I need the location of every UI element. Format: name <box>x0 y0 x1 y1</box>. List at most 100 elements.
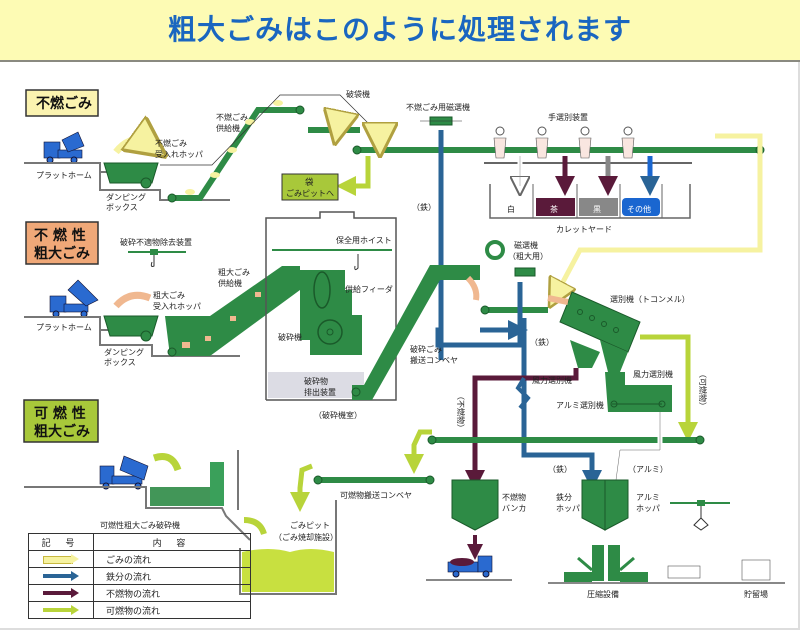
legend-label: 不燃物の流れ <box>93 584 251 602</box>
garbage-pit <box>239 500 337 595</box>
label-iron: （鉄） <box>412 202 436 212</box>
legend-label: 鉄分の流れ <box>93 567 251 585</box>
label-crusher-room: （破砕機室） <box>314 410 362 420</box>
legend-row: ごみの流れ <box>28 550 251 568</box>
label-discharge: 破砕物 <box>304 376 328 386</box>
iron-flow-line-2 <box>521 450 602 490</box>
bin-other-label: その他 <box>627 204 651 214</box>
label-cullet-yard: カレットヤード <box>556 225 612 234</box>
storage-crane <box>670 500 730 531</box>
label-bag-to-pit: ごみピットへ <box>286 188 334 198</box>
combustible-crusher-floor <box>24 486 251 541</box>
bulky-magnet-separator <box>485 240 536 277</box>
waste-flow-arrow <box>113 140 150 152</box>
crusher-machine <box>296 270 362 355</box>
combustible-crusher <box>150 487 210 506</box>
dump-truck-icon <box>49 279 99 318</box>
label-compressor: 圧縮設備 <box>587 589 619 599</box>
label-platform: プラットホーム <box>36 171 92 180</box>
label-dumping-box-2: ボックス <box>106 203 138 212</box>
bin-black-label: 黒 <box>593 205 601 214</box>
label-magnet-2: 磁選機 <box>514 240 538 250</box>
dumping-box <box>103 162 159 189</box>
category-label: 可 燃 性 <box>34 405 86 422</box>
legend-row: 鉄分の流れ <box>28 567 251 585</box>
label-alumi-hopper-2: ホッパ <box>636 504 660 513</box>
wind-alumi-separator <box>605 372 672 412</box>
legend-label: 可燃物の流れ <box>93 601 251 619</box>
legend-table: 記 号 内 容 ごみの流れ 鉄分の流れ 不燃物の流れ 可燃物の流れ <box>28 533 251 619</box>
label-magnet-1: 不燃ごみ用磁選機 <box>406 102 470 112</box>
label-garbage-pit: ごみピット <box>290 520 330 530</box>
iron-alumi-hoppers <box>581 479 629 531</box>
crushed-waste-conveyor <box>352 265 480 400</box>
waste-flow-arrow-icon <box>43 553 79 564</box>
label-supply-feeder: 供給フィーダ <box>345 284 393 294</box>
combustible-flow-arrow <box>404 429 432 474</box>
worker-icon <box>493 126 507 159</box>
bag-to-pit-box: 袋 ごみピットへ <box>281 173 339 201</box>
label-hopper-b: 粗大ごみ <box>153 290 185 300</box>
legend-header-symbol: 記 号 <box>28 533 94 551</box>
combustible-flow-arrow <box>290 463 313 512</box>
dump-truck-icon <box>99 455 149 490</box>
label-crushed-conveyor: 破砕ごみ <box>410 344 442 354</box>
label-hopper: 不燃ごみ <box>155 138 187 148</box>
cullet-yard: 白 茶 黒 その他 <box>489 184 691 219</box>
waste-flow-return <box>556 133 763 295</box>
category-box-bulky-combustible: 可 燃 性 粗大ごみ <box>23 399 99 443</box>
label-iron-hopper-2: ホッパ <box>556 504 580 513</box>
label-crushed-conveyor-2: 搬送コンベヤ <box>410 355 458 365</box>
bulky-flow-arrow <box>465 275 480 301</box>
label-alumi-hopper: アルミ <box>636 493 660 502</box>
combustible-flow-arrow <box>243 517 267 535</box>
crusher-tower <box>210 462 224 506</box>
label-bunker: 不燃物 <box>502 492 526 502</box>
label-trommel: 選別機（トコンメル） <box>610 294 690 304</box>
label-remover: 破砕不適物除去装置 <box>120 237 192 247</box>
compression-equipment <box>548 545 785 584</box>
label-feeder: 不燃ごみ <box>216 112 248 122</box>
label-hopper-b2: 受入れホッパ <box>153 301 201 311</box>
category-box-incombustible: 不燃ごみ <box>25 89 99 117</box>
label-combustible: （可燃物） <box>698 370 708 410</box>
hoist-hook-icon <box>354 254 359 271</box>
delivery-truck-icon <box>426 555 512 581</box>
legend-header-content: 内 容 <box>93 533 251 551</box>
incombustible-flow-line <box>465 368 579 490</box>
label-hand-sort: 手選別装置 <box>548 112 588 122</box>
incombustible-feeder-conveyor <box>167 100 305 203</box>
dump-truck-icon <box>43 131 85 164</box>
worker-icon <box>621 126 635 159</box>
iron-flow-arrow-icon <box>43 570 79 581</box>
wind-sort-zigzag <box>515 376 531 410</box>
bin-brown-label: 茶 <box>550 204 558 214</box>
worker-icon <box>578 126 592 159</box>
incombustible-magnet-separator <box>420 116 462 126</box>
label-alumi-sort: アルミ選別機 <box>556 400 604 410</box>
label-bag-breaker: 破袋機 <box>346 89 370 99</box>
category-label-2: 粗大ごみ <box>34 245 90 262</box>
worker-icons <box>493 126 635 159</box>
label-storage: 貯留場 <box>744 589 768 599</box>
header-banner: 粗大ごみはこのように処理されます <box>0 0 800 62</box>
label-hoist: 保全用ホイスト <box>336 235 392 245</box>
label-bunker-2: バンカ <box>502 504 526 513</box>
label-dumping-box-b: ダンピング <box>104 347 144 357</box>
label-platform-2: プラットホーム <box>36 323 92 332</box>
label-iron-2: （鉄） <box>530 337 554 347</box>
category-label: 不 燃 性 <box>34 227 86 244</box>
category-label-2: 粗大ごみ <box>34 423 90 440</box>
combustible-flow-arrow-icon <box>43 604 79 615</box>
waste-flow-arrow <box>372 128 380 140</box>
incombustible-bunker <box>451 479 499 531</box>
iron-flow-loop <box>435 282 523 348</box>
label-wind-sort-2: 風力選別機 <box>633 369 673 379</box>
label-garbage-pit-2: （ごみ焼却施設） <box>274 532 338 542</box>
waste-flow-arrow <box>332 110 338 128</box>
label-discharge-2: 排出装置 <box>304 387 336 397</box>
incombustible-flow-arrow-icon <box>43 587 79 598</box>
label-feeder-b: 粗大ごみ <box>218 267 250 277</box>
category-box-bulky-incombustible: 不 燃 性 粗大ごみ <box>25 221 99 265</box>
